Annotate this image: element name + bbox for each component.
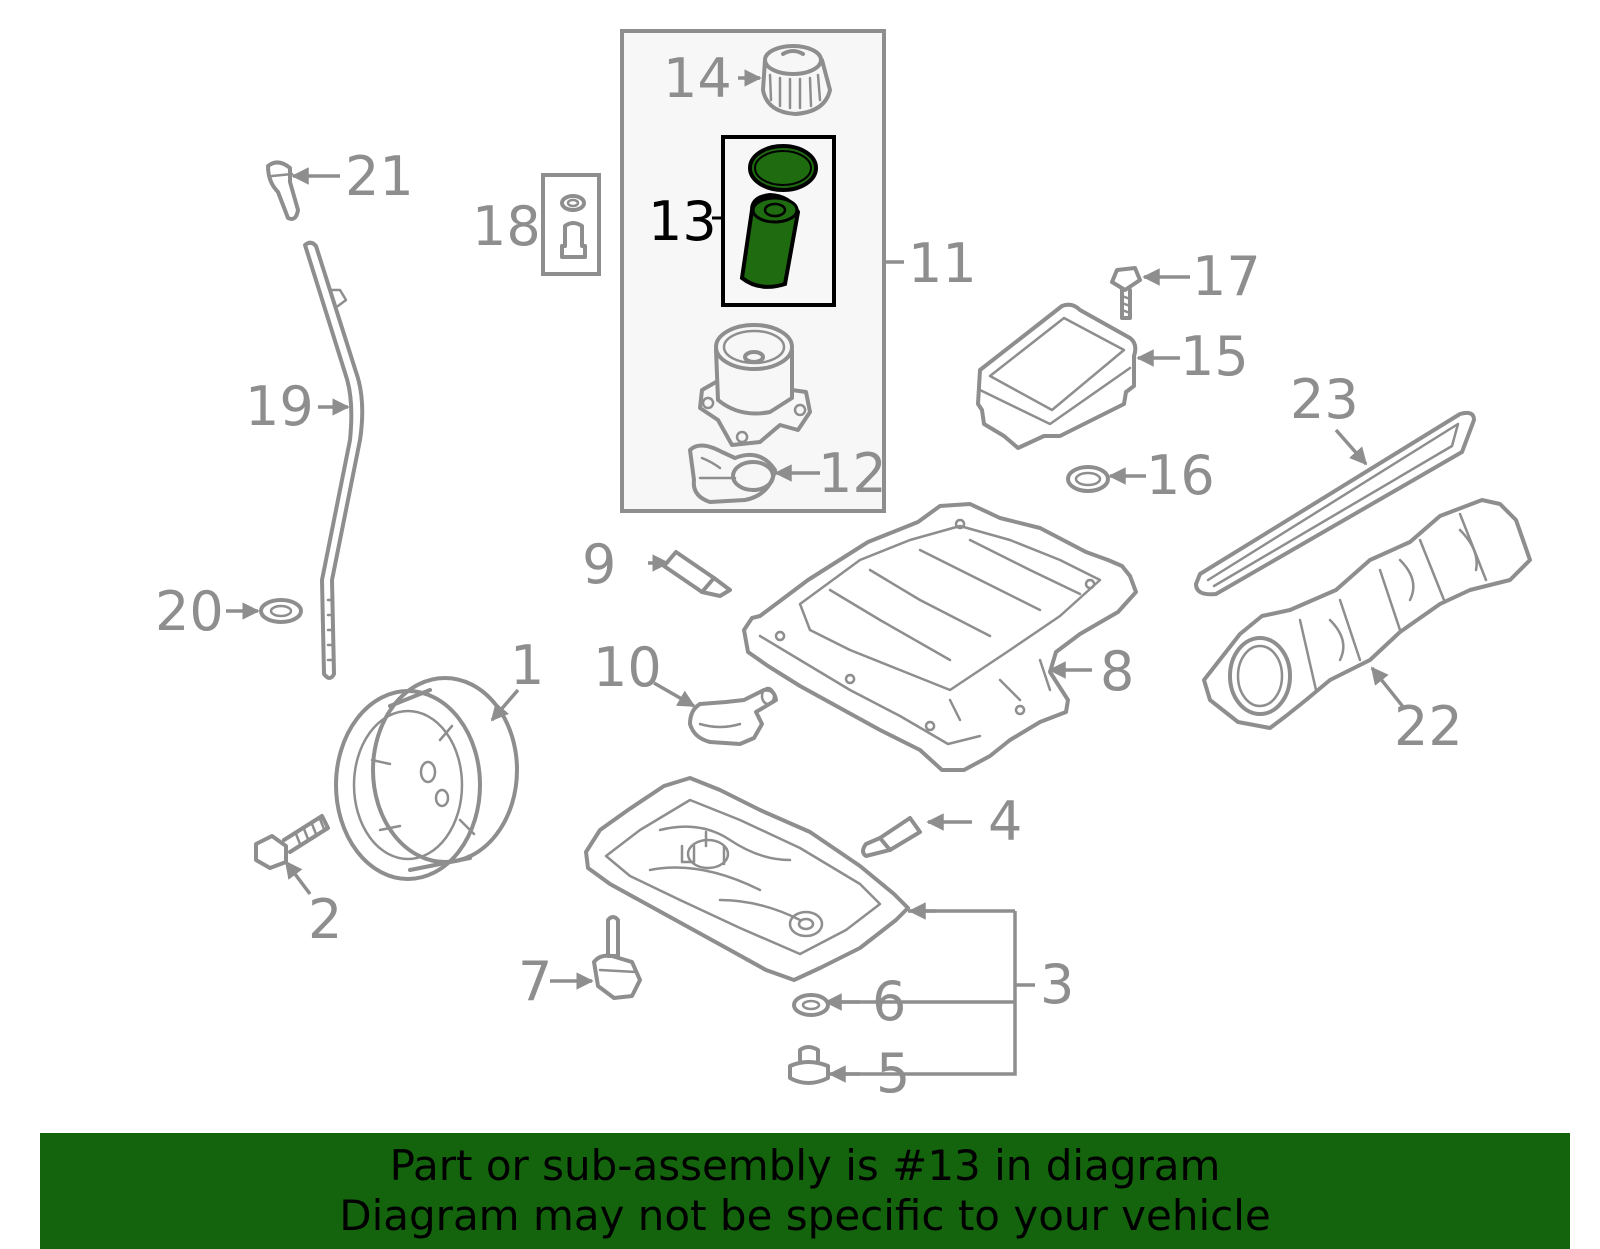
part-16-o-ring[interactable] <box>1066 465 1110 493</box>
part-18-seal-kit[interactable] <box>560 194 587 259</box>
callout-6[interactable]: 6 <box>872 970 906 1033</box>
part-2-damper-bolt[interactable] <box>254 814 330 870</box>
part-4-sealant-tube[interactable] <box>861 816 922 858</box>
part-9-sealant-tube[interactable] <box>662 550 732 598</box>
callout-5[interactable]: 5 <box>876 1042 910 1105</box>
parts-diagram: 1 2 3 4 5 6 7 8 9 10 11 12 13 14 15 16 1… <box>155 29 1532 1105</box>
callout-8[interactable]: 8 <box>1100 640 1134 703</box>
part-19-dipstick-tube[interactable] <box>303 240 365 680</box>
callout-11[interactable]: 11 <box>908 232 977 295</box>
info-banner: Part or sub-assembly is #13 in diagram D… <box>40 1133 1570 1249</box>
part-15-oil-cooler[interactable] <box>976 302 1138 450</box>
part-13-filter-element[interactable] <box>739 144 818 289</box>
part-1-vibration-damper[interactable] <box>334 676 519 881</box>
part-11-filter-housing[interactable] <box>698 323 812 447</box>
banner-line-2: Diagram may not be specific to your vehi… <box>339 1191 1271 1240</box>
part-17-bolt[interactable] <box>1110 266 1142 320</box>
part-7-oil-level-sender[interactable] <box>592 915 642 1000</box>
callout-23[interactable]: 23 <box>1290 368 1359 431</box>
part-8-upper-oil-pan[interactable] <box>742 502 1138 772</box>
callout-13[interactable]: 13 <box>648 190 717 253</box>
callout-2[interactable]: 2 <box>308 888 342 951</box>
callout-1[interactable]: 1 <box>510 634 544 697</box>
callout-4[interactable]: 4 <box>988 790 1022 853</box>
banner-line-1: Part or sub-assembly is #13 in diagram <box>389 1141 1221 1190</box>
callout-3[interactable]: 3 <box>1040 953 1074 1016</box>
part-22-intake-duct[interactable] <box>1202 498 1532 730</box>
part-21-sensor[interactable] <box>266 160 300 221</box>
callout-20[interactable]: 20 <box>155 580 224 643</box>
part-5-drain-plug[interactable] <box>788 1045 830 1085</box>
callout-7[interactable]: 7 <box>518 950 552 1013</box>
callout-14[interactable]: 14 <box>663 47 732 110</box>
part-18-kit-box <box>541 173 601 276</box>
callout-21[interactable]: 21 <box>345 145 414 208</box>
part-10-oil-level-sensor[interactable] <box>688 686 778 746</box>
callout-10[interactable]: 10 <box>593 636 662 699</box>
callout-12[interactable]: 12 <box>818 442 887 505</box>
part-13-highlight-box <box>721 135 836 307</box>
callout-9[interactable]: 9 <box>582 533 616 596</box>
callout-18[interactable]: 18 <box>472 195 541 258</box>
part-23-gasket[interactable] <box>1194 410 1476 597</box>
part-6-drain-washer[interactable] <box>792 993 830 1017</box>
callout-16[interactable]: 16 <box>1146 444 1215 507</box>
callout-22[interactable]: 22 <box>1394 695 1463 758</box>
callout-17[interactable]: 17 <box>1192 245 1261 308</box>
part-20-seal-ring[interactable] <box>259 598 303 624</box>
part-14-filter-cap[interactable] <box>761 44 832 116</box>
callout-19[interactable]: 19 <box>245 375 314 438</box>
part-3-lower-oil-pan[interactable] <box>584 776 910 982</box>
callout-15[interactable]: 15 <box>1180 325 1249 388</box>
